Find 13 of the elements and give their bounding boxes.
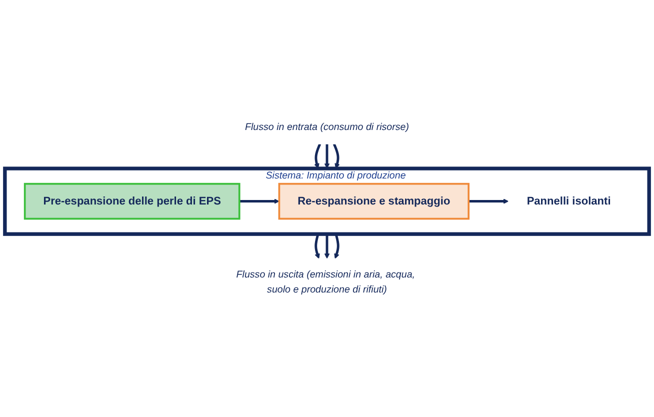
node-text: Flusso in entrata (consumo di risorse) — [244, 122, 410, 132]
arrow — [332, 143, 340, 169]
arrow — [314, 143, 322, 169]
node-box: Re-espansione e stampaggio — [278, 182, 470, 220]
arrow — [468, 198, 509, 204]
arrow — [324, 234, 330, 259]
arrow — [324, 144, 330, 169]
node-text: Flusso in uscita (emissioni in aria, acqua, suolo e produzione di rifiuti) — [236, 269, 416, 295]
arrow — [334, 234, 340, 259]
node-box: Pre-espansione delle perle di EPS — [24, 182, 240, 220]
arrow — [239, 198, 280, 204]
arrow — [314, 234, 320, 259]
node-text: Pannelli isolanti — [526, 194, 611, 207]
